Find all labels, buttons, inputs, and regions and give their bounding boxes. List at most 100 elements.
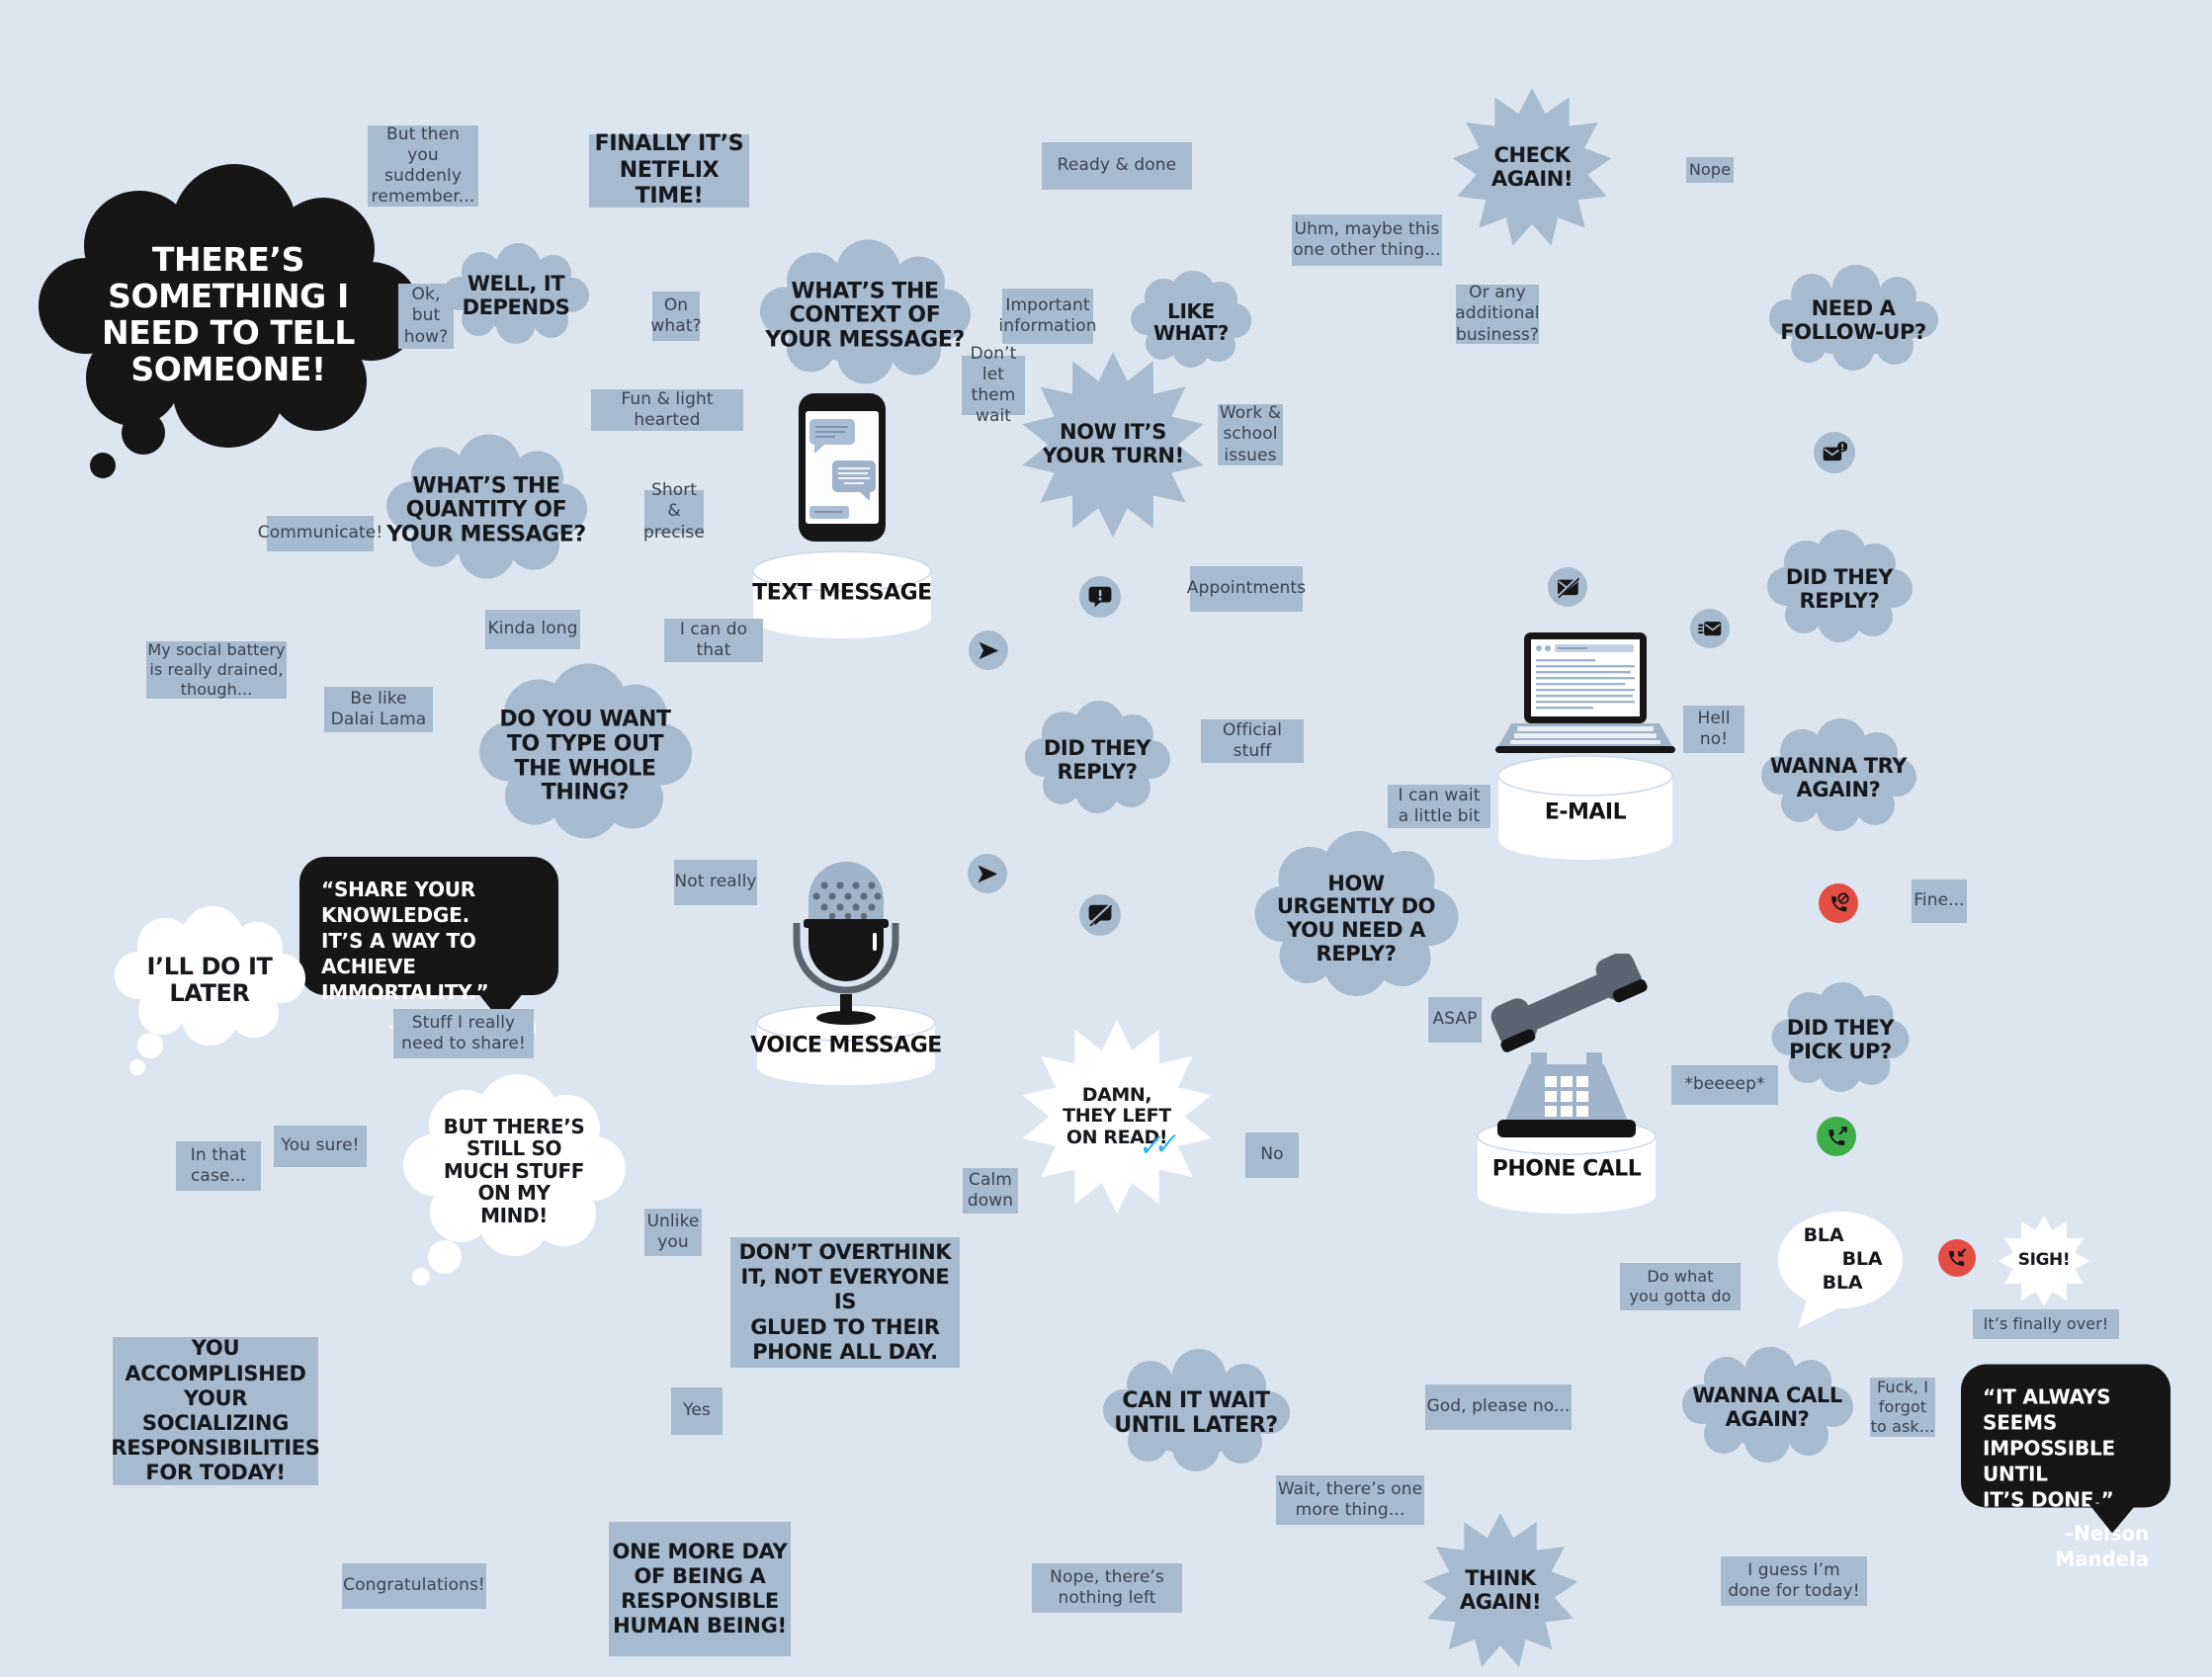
cloud-bump <box>1131 302 1164 336</box>
cloud-core <box>1146 291 1236 354</box>
cloud-bump <box>461 252 501 292</box>
not-really: Not really <box>674 860 757 905</box>
think-again: THINK AGAIN! <box>1422 1513 1578 1667</box>
cloud-bump <box>115 952 162 1000</box>
cloud-bump <box>478 1185 550 1257</box>
ill-do-it-later: I’LL DO IT LATER <box>115 905 305 1075</box>
cloud-bump <box>919 289 972 340</box>
label-text: Don’t let them wait <box>970 343 1017 427</box>
label-text: Nope <box>1688 160 1732 180</box>
label-text: Official stuff <box>1222 719 1283 761</box>
cloud-bump <box>1784 540 1829 585</box>
cloud-bump <box>1042 711 1086 756</box>
beeeep: *beeeep* <box>1671 1065 1778 1105</box>
label-text: Stuff I really need to share! <box>401 1012 526 1053</box>
cloud-bump <box>1375 850 1435 911</box>
cloud-bump <box>1127 1360 1175 1408</box>
cloud-bump <box>271 197 376 301</box>
bla-line: BLA <box>1822 1271 1863 1294</box>
or-any-additional: Or any additional business? <box>1455 283 1540 345</box>
cloud-bump <box>1780 728 1825 774</box>
quantity-cloud: WHAT’S THE QUANTITY OF YOUR MESSAGE? <box>385 434 588 579</box>
you-sure: You sure! <box>274 1126 367 1167</box>
cloud-bump <box>84 190 195 301</box>
cloud-label: HOW URGENTLY DO YOU NEED A REPLY? <box>1276 871 1436 965</box>
god-please-no: God, please no... <box>1425 1384 1572 1430</box>
forgot-to-ask: Fuck, I forgot to ask... <box>1870 1378 1935 1437</box>
label-text: Important information <box>998 294 1097 336</box>
cloud-bump <box>1852 1047 1891 1086</box>
label-text: I can do that <box>679 619 748 660</box>
left-on-read: DAMN, THEY LEFT ON READ!✓✓ <box>1022 1020 1212 1214</box>
burst-label: SIGH! <box>2017 1250 2071 1271</box>
cloud-bump <box>550 663 628 741</box>
cloud-bump <box>1832 264 1880 312</box>
bla-line: BLA <box>1803 1224 1844 1247</box>
kinda-long: Kinda long <box>485 610 580 649</box>
cloud-label: I’LL DO IT LATER <box>146 953 273 1007</box>
cloud-bump <box>495 242 541 288</box>
station-email: E-MAIL <box>1482 628 1689 875</box>
label-text: Fuck, I forgot to ask... <box>1870 1378 1935 1436</box>
label-text: Unlike you <box>646 1211 700 1252</box>
label-text: Or any additional business? <box>1455 283 1540 345</box>
burst-label: CHECK AGAIN! <box>1490 143 1574 191</box>
wait-one-more-thing: Wait, there’s one more thing... <box>1276 1475 1424 1525</box>
label-text: Appointments <box>1186 578 1307 599</box>
mandela-quote: “IT ALWAYS SEEMS IMPOSSIBLE UNTIL IT’S D… <box>1961 1364 2170 1571</box>
cloud-core <box>1778 742 1899 815</box>
well-it-depends: WELL, IT DEPENDS <box>443 242 590 344</box>
cloud-bump <box>1819 1048 1862 1092</box>
label-text: Calm down <box>967 1169 1014 1211</box>
station-text-message: TEXT MESSAGE <box>743 385 941 642</box>
cloud-bump <box>182 991 237 1047</box>
cloud-core <box>80 223 377 407</box>
label-text: Fun & light hearted <box>621 388 714 430</box>
be-like-dalai-lama: Be like Dalai Lama <box>324 687 433 732</box>
congratulations: Congratulations! <box>342 1563 486 1609</box>
uhm-maybe: Uhm, maybe this one other thing... <box>1292 214 1442 266</box>
label-text: ASAP <box>1432 1009 1478 1030</box>
cloud-bump <box>1876 757 1916 797</box>
burst-label: DAMN, THEY LEFT ON READ! <box>1063 1084 1171 1148</box>
cloud-label: DID THEY REPLY? <box>1785 565 1894 613</box>
cloud-bump <box>138 987 186 1036</box>
do-what-you-gotta: Do what you gotta do <box>1620 1263 1741 1310</box>
cloud-bump <box>1246 1390 1290 1434</box>
cloud-bump <box>1254 885 1311 942</box>
cloud-bump <box>1771 1018 1810 1056</box>
cloud-bump <box>1323 931 1389 996</box>
cloud-bump <box>1787 992 1831 1036</box>
cloud-bump <box>601 767 664 829</box>
cloud-bump <box>256 954 305 1003</box>
cloud-bump <box>1856 731 1898 774</box>
how-urgently: HOW URGENTLY DO YOU NEED A REPLY? <box>1254 831 1459 996</box>
context-cloud: WHAT’S THE CONTEXT OF YOUR MESSAGE? <box>759 239 972 384</box>
cloud-bump <box>1812 1385 1853 1427</box>
cloud-bump <box>604 684 668 748</box>
cloud-bump <box>1854 785 1895 825</box>
cloud-bump <box>786 252 843 309</box>
cloud-bump <box>229 988 279 1038</box>
in-that-case: In that case... <box>176 1141 261 1191</box>
cloud-bump <box>786 323 836 373</box>
cloud-bump <box>1127 1420 1169 1462</box>
cloud-core <box>1699 1371 1835 1446</box>
cloud-bump <box>836 239 900 303</box>
cloud-bump <box>1279 927 1335 983</box>
can-it-wait: CAN IT WAIT UNTIL LATER? <box>1103 1349 1290 1471</box>
burst-label: THINK AGAIN! <box>1459 1566 1542 1614</box>
its-finally-over: It’s finally over! <box>1973 1309 2119 1339</box>
cloud-bump <box>1322 831 1396 904</box>
cloud-bump <box>1112 713 1153 756</box>
no-box: No <box>1245 1132 1299 1178</box>
label-text: Do what you gotta do <box>1629 1267 1732 1305</box>
label-text: Ok, but how? <box>403 285 449 347</box>
cloud-label: THERE’S SOMETHING I NEED TO TELL SOMEONE… <box>102 240 355 388</box>
cloud-bump <box>38 258 134 355</box>
cloud-label: WHAT’S THE QUANTITY OF YOUR MESSAGE? <box>386 473 586 547</box>
still-stuff-on-mind: BUT THERE’S STILL SO MUCH STUFF ON MY MI… <box>403 1073 627 1286</box>
cloud-bump <box>496 303 536 344</box>
cloud-core <box>1279 866 1433 972</box>
cloud-bump <box>1201 327 1235 363</box>
